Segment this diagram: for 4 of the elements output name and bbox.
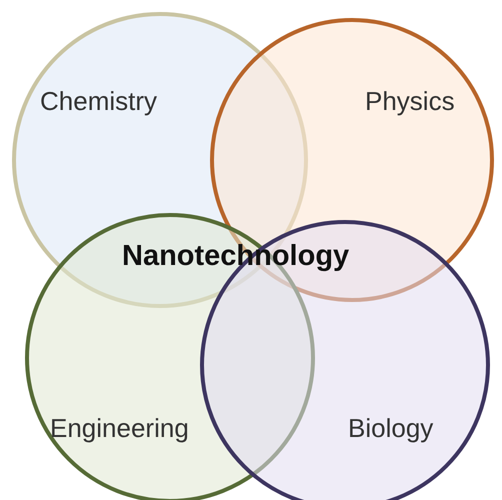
circle-label: Engineering	[50, 415, 189, 441]
circle-label: Chemistry	[40, 88, 158, 114]
circle-label: Biology	[348, 415, 434, 441]
circle-label: Physics	[365, 88, 455, 114]
